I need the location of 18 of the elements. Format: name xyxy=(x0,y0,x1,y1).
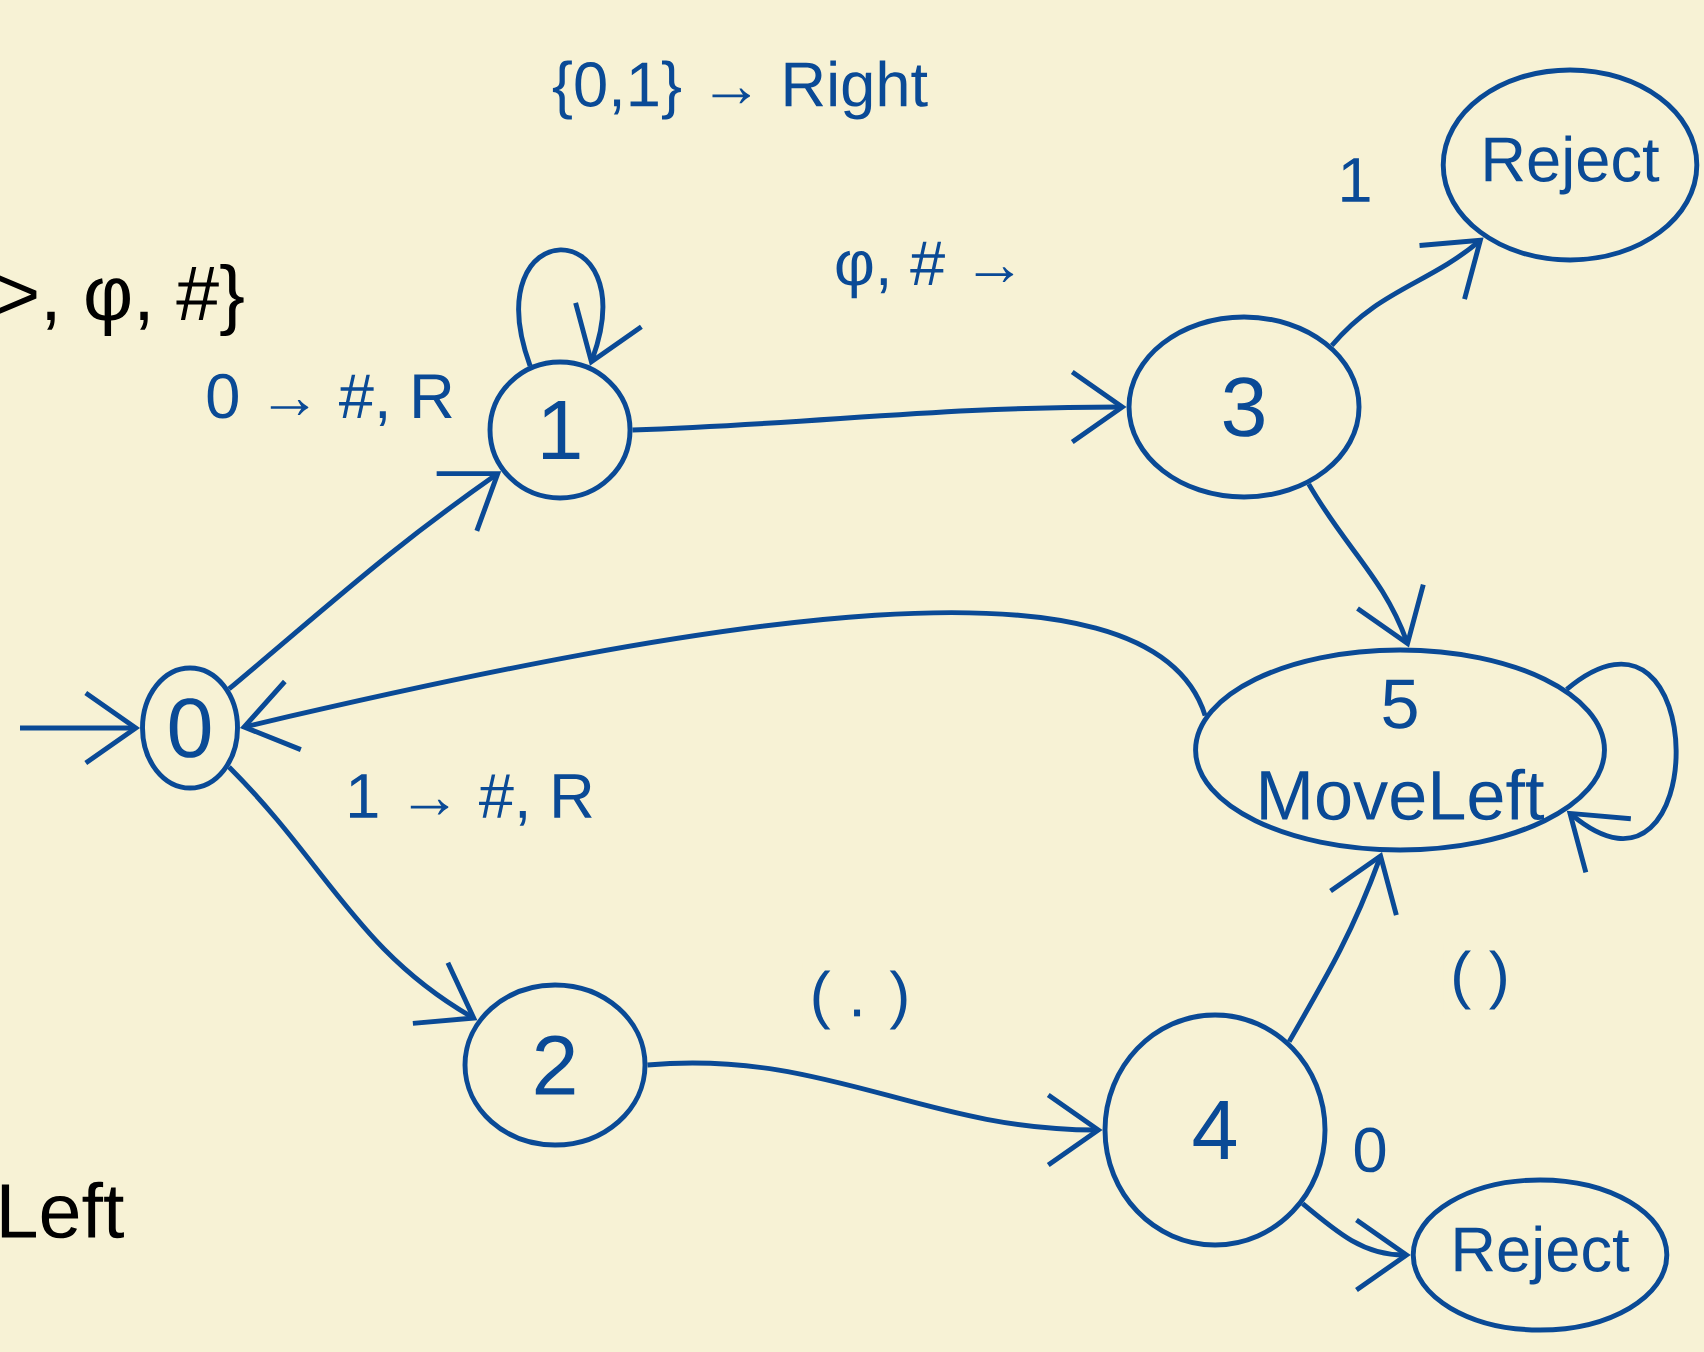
edge-label: 1 xyxy=(1330,151,1380,209)
arrow xyxy=(1306,482,1426,648)
arrow xyxy=(647,1060,1103,1167)
edge-label: φ, # → xyxy=(826,234,1034,306)
arrow xyxy=(239,610,1208,752)
arrow xyxy=(1329,237,1484,348)
arrow xyxy=(1287,852,1399,1043)
edge-label: ( . ) xyxy=(802,963,918,1037)
edge-label: {0,1} → Right xyxy=(544,53,936,127)
edge-label: 0 → #, R xyxy=(198,366,462,434)
arrow xyxy=(227,765,478,1026)
arrow xyxy=(1565,662,1679,873)
edge-label: 0 xyxy=(1345,1120,1395,1180)
note-text: Left xyxy=(1,1181,124,1239)
edge-label: ( ) xyxy=(1443,943,1517,1017)
edge-label: 1 → #, R xyxy=(338,767,602,833)
arrow xyxy=(632,369,1127,444)
arrow xyxy=(227,471,502,691)
